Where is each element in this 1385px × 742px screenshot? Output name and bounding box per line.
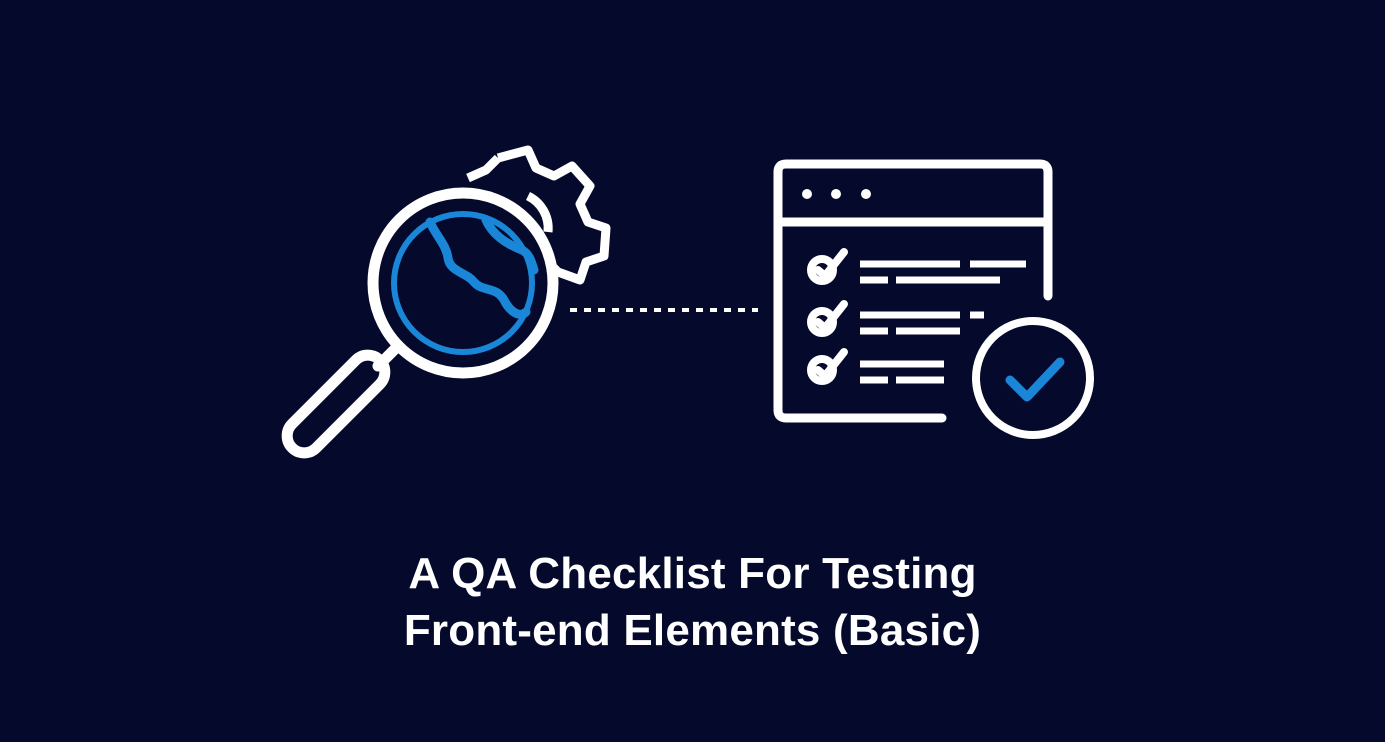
- page-title-line-1: A QA Checklist For Testing: [408, 549, 977, 598]
- globe-icon: [391, 211, 539, 355]
- checklist-item: [807, 300, 984, 337]
- checklist-icon: [807, 248, 1026, 385]
- checklist-item: [807, 348, 944, 385]
- checklist-item: [807, 248, 1026, 285]
- magnifying-glass-icon: [281, 187, 559, 459]
- check-circle-icon: [972, 317, 1094, 439]
- page-title-line-2: Front-end Elements (Basic): [403, 606, 982, 655]
- gear-icon: [466, 145, 611, 285]
- browser-dots: [802, 189, 871, 199]
- browser-window-icon: [773, 159, 1053, 423]
